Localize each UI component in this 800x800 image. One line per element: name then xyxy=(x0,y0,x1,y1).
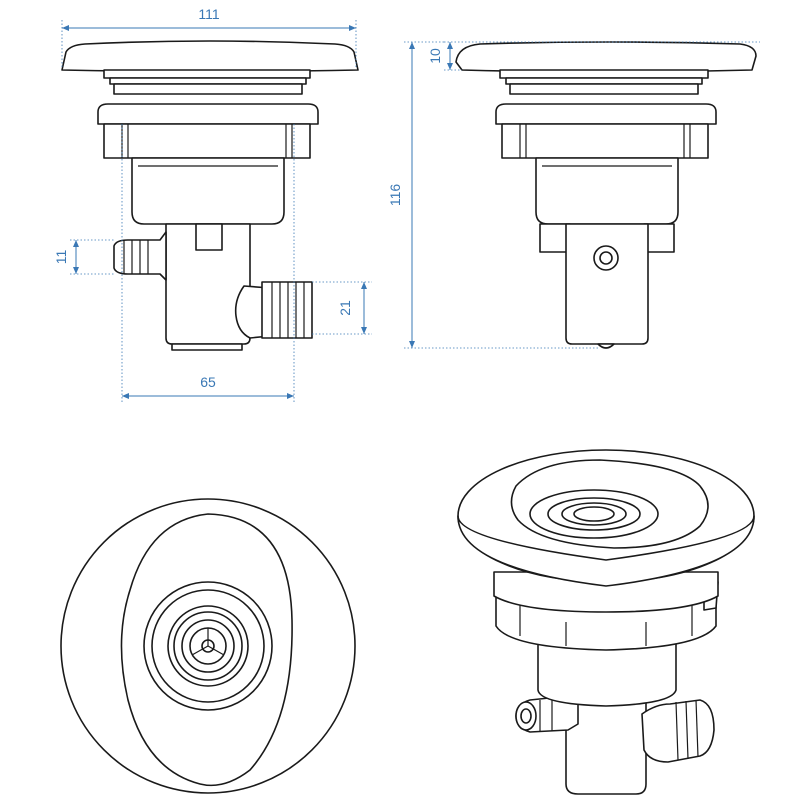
iso-cap-rim xyxy=(457,515,755,587)
front-lock-nut xyxy=(97,103,319,125)
front-tee-housing xyxy=(165,223,251,345)
front-view xyxy=(61,40,359,351)
dim-outlet-diameter: 21 xyxy=(337,300,353,316)
side-drain-tip xyxy=(597,343,615,349)
side-nut-body xyxy=(501,123,709,159)
side-housing xyxy=(565,223,649,345)
iso-body xyxy=(537,639,677,707)
iso-air-fitting-hole xyxy=(520,708,532,724)
side-port-inner xyxy=(599,251,613,265)
dim-body-width: 65 xyxy=(200,374,216,390)
side-thread xyxy=(509,83,699,95)
side-cap-ring xyxy=(505,77,703,85)
side-lock-nut xyxy=(495,103,717,125)
front-cap-ring xyxy=(109,77,307,85)
dim-cap-height: 10 xyxy=(427,48,443,64)
front-outlet-barb xyxy=(261,281,313,339)
iso-view xyxy=(457,449,755,795)
top-view xyxy=(60,498,356,794)
side-cap-flange xyxy=(499,69,709,79)
side-view xyxy=(455,41,757,349)
top-vane-3 xyxy=(191,645,209,656)
dim-overall-width: 111 xyxy=(198,6,219,22)
front-housing-bottom xyxy=(171,343,243,351)
front-cap-flange xyxy=(103,69,311,79)
side-left-tab xyxy=(539,223,571,253)
front-thread xyxy=(113,83,303,95)
front-body xyxy=(131,157,285,225)
iso-nozzle-inner xyxy=(573,506,615,522)
iso-thread xyxy=(493,571,719,613)
side-cap xyxy=(455,41,757,73)
front-tab xyxy=(195,223,223,251)
dimension-annotations: 111 10 116 11 21 65 xyxy=(53,6,760,402)
front-nut-body xyxy=(103,123,311,159)
top-vane-2 xyxy=(207,645,225,656)
dim-side-fitting: 11 xyxy=(53,250,69,265)
side-body xyxy=(535,157,679,225)
dim-total-height: 116 xyxy=(387,184,403,207)
iso-tee-housing xyxy=(565,689,647,795)
front-cap xyxy=(61,40,359,73)
